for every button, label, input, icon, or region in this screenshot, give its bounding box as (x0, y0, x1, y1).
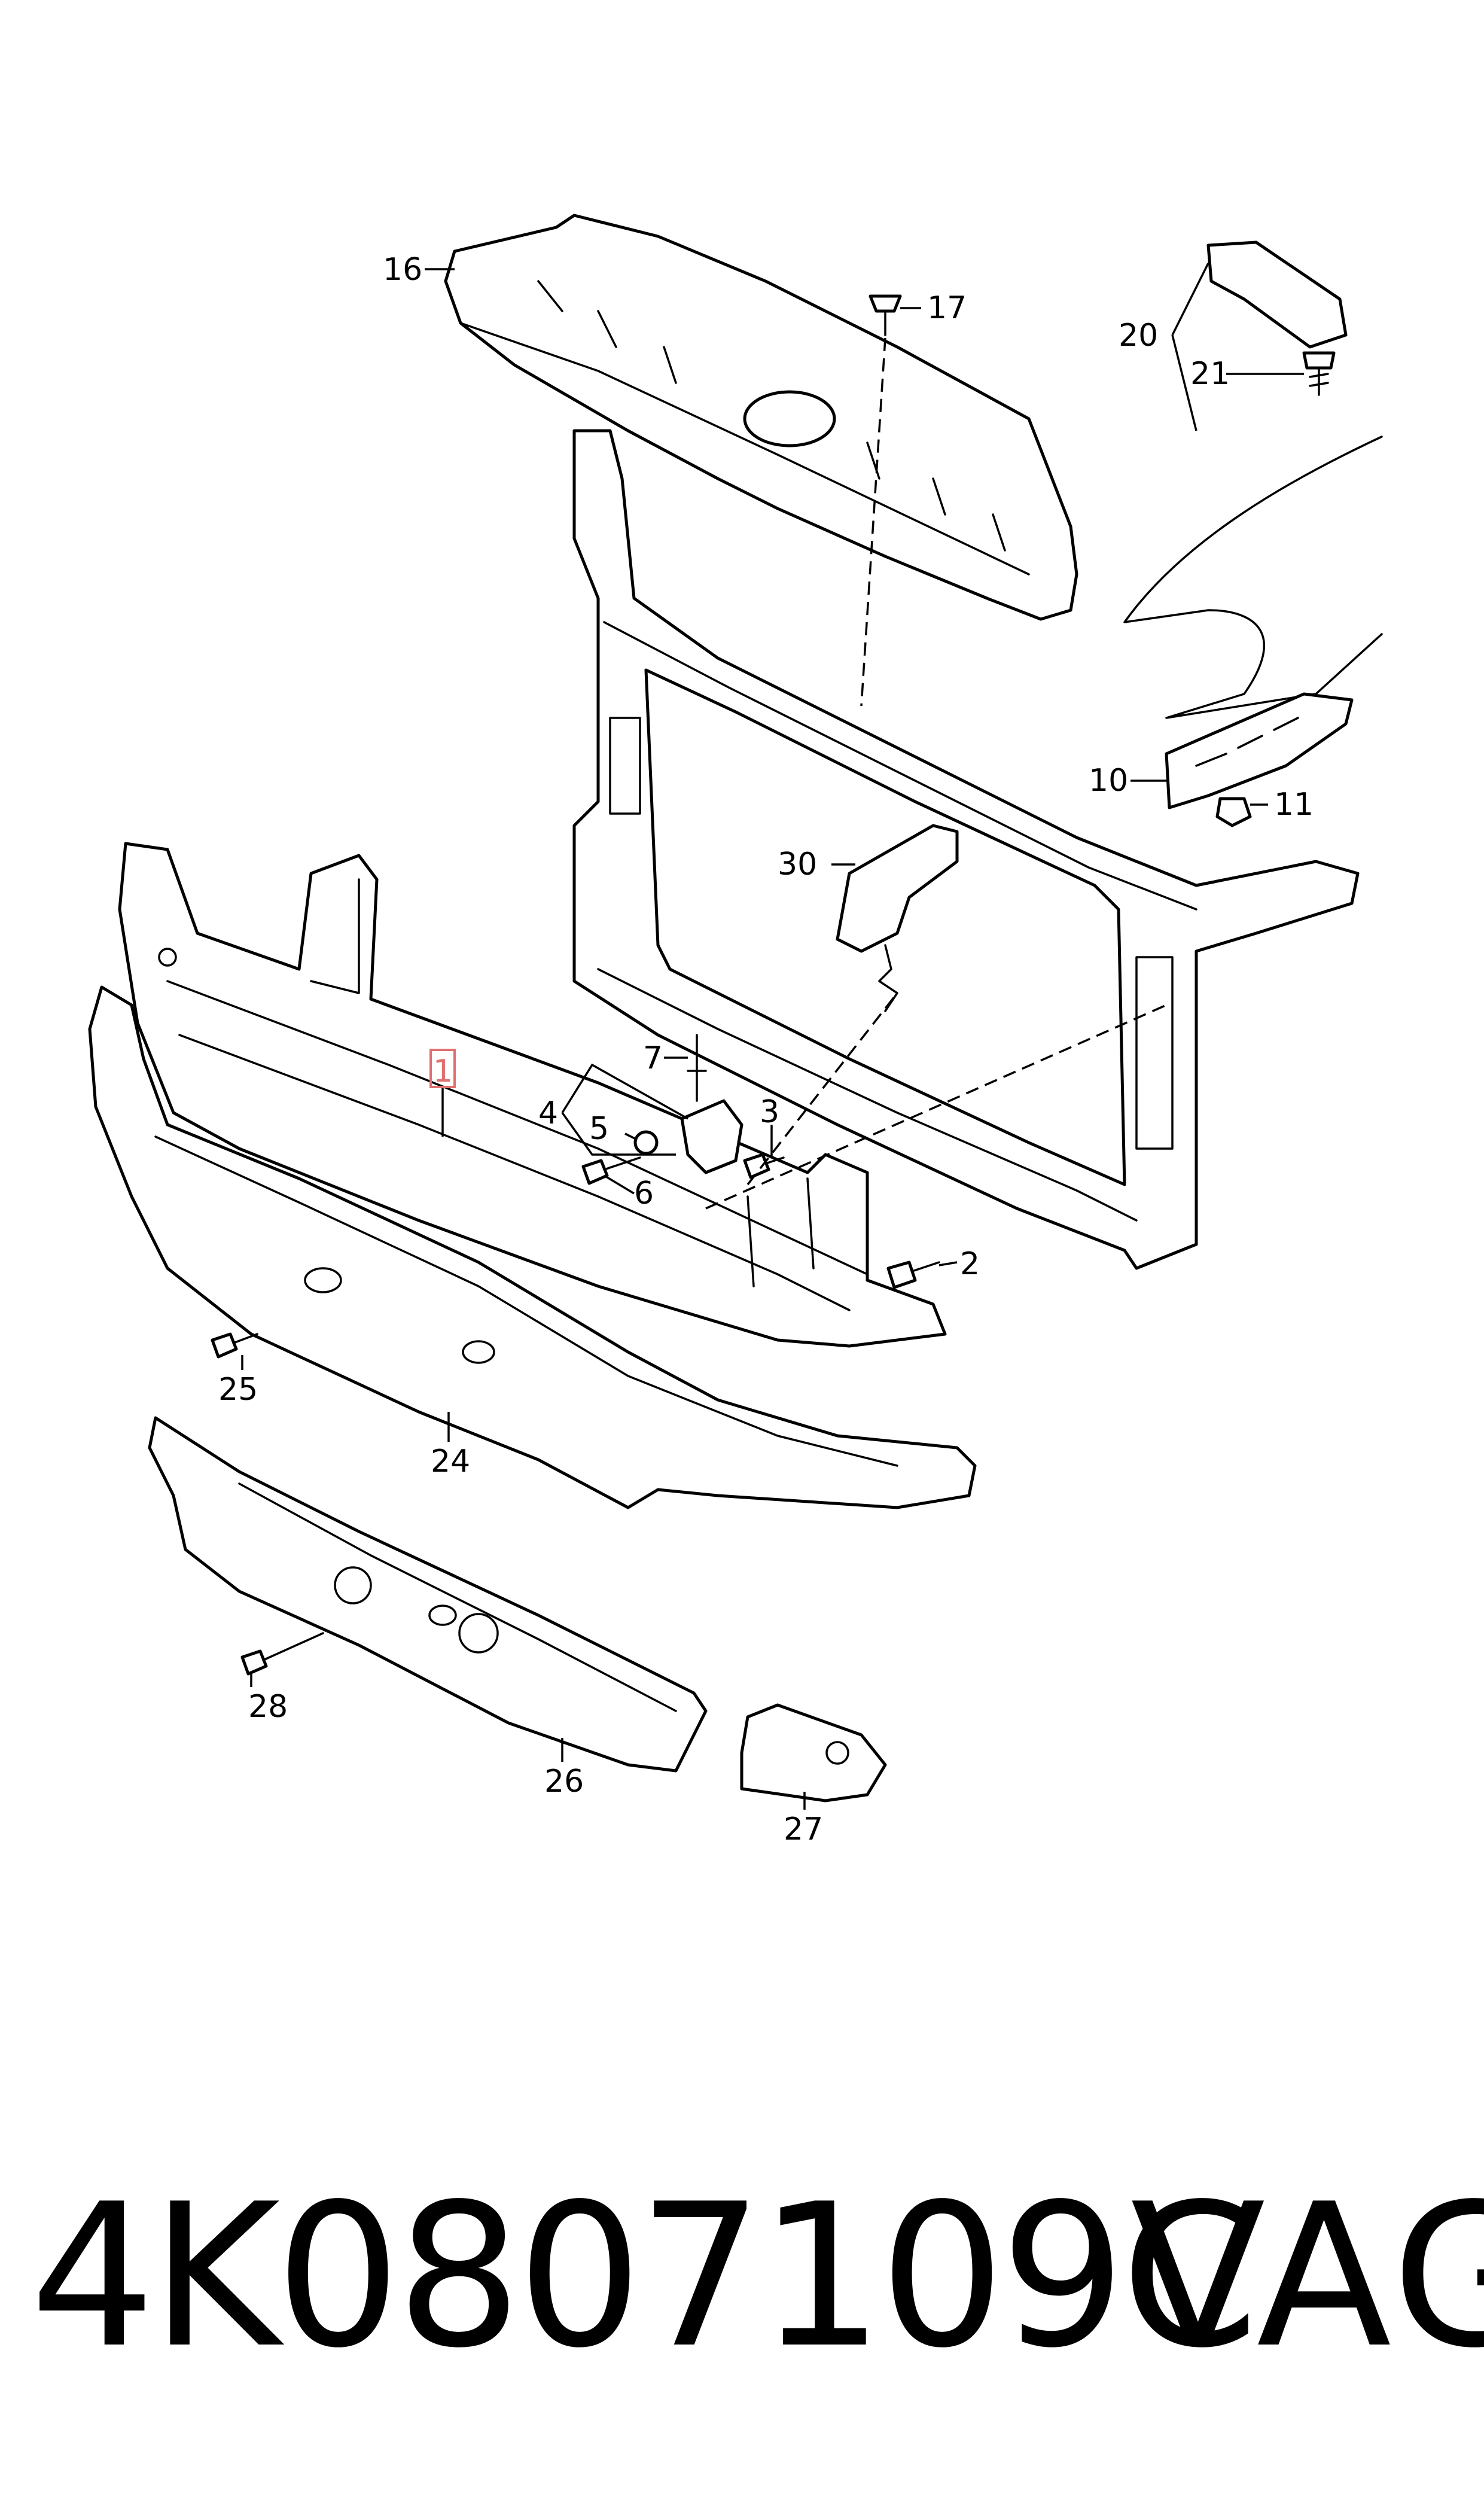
callout-6: 6 (634, 1176, 654, 1211)
part-7-pin (687, 1034, 707, 1102)
callout-25: 25 (218, 1372, 258, 1408)
part-3-screw (743, 1153, 785, 1179)
callout-24: 24 (431, 1444, 470, 1479)
callout-7: 7 (643, 1040, 663, 1076)
callout-3: 3 (760, 1094, 779, 1130)
part-16-upper-cover (444, 214, 1078, 621)
part-10-fender-bracket (1165, 692, 1354, 809)
assembly-line-a (705, 1004, 1167, 1210)
part-11-nut (1215, 797, 1252, 827)
callout-11: 11 (1274, 787, 1314, 823)
callout-1: 1 (433, 1054, 453, 1089)
callout-26: 26 (544, 1764, 584, 1800)
part-17-clip (860, 294, 902, 707)
fender-outline (1123, 436, 1383, 719)
callout-2: 2 (960, 1246, 980, 1282)
callout-16: 16 (383, 252, 422, 288)
leader-lines (241, 263, 1304, 1810)
part-4-mount-bracket (680, 1099, 743, 1174)
part-26-lower-absorber (148, 1416, 708, 1773)
part-21-screw (1302, 351, 1336, 396)
callout-5: 5 (589, 1111, 609, 1147)
callout-10: 10 (1089, 763, 1128, 799)
part-6-screw (581, 1156, 641, 1185)
callout-4: 4 (538, 1095, 558, 1131)
callout-1-highlight-box (429, 1049, 456, 1088)
brand-name: VAG (1130, 2161, 1484, 2391)
part-24-energy-absorber (88, 985, 977, 1509)
part-2-screw (886, 1260, 940, 1289)
callout-21: 21 (1190, 356, 1230, 392)
callout-17: 17 (927, 290, 967, 326)
callout-20: 20 (1119, 318, 1158, 354)
callout-30: 30 (778, 847, 817, 882)
part-number: 4K0807109C (30, 2161, 1258, 2391)
part-20-bracket (1206, 240, 1348, 349)
part-27-bracket (740, 1703, 887, 1803)
part-28-screw (240, 1632, 324, 1676)
callout-28: 28 (248, 1689, 288, 1725)
part-25-screw (211, 1332, 258, 1359)
part-1-bumper-beam (118, 842, 947, 1348)
part-5-washer (633, 1130, 659, 1155)
callout-27: 27 (784, 1811, 823, 1847)
